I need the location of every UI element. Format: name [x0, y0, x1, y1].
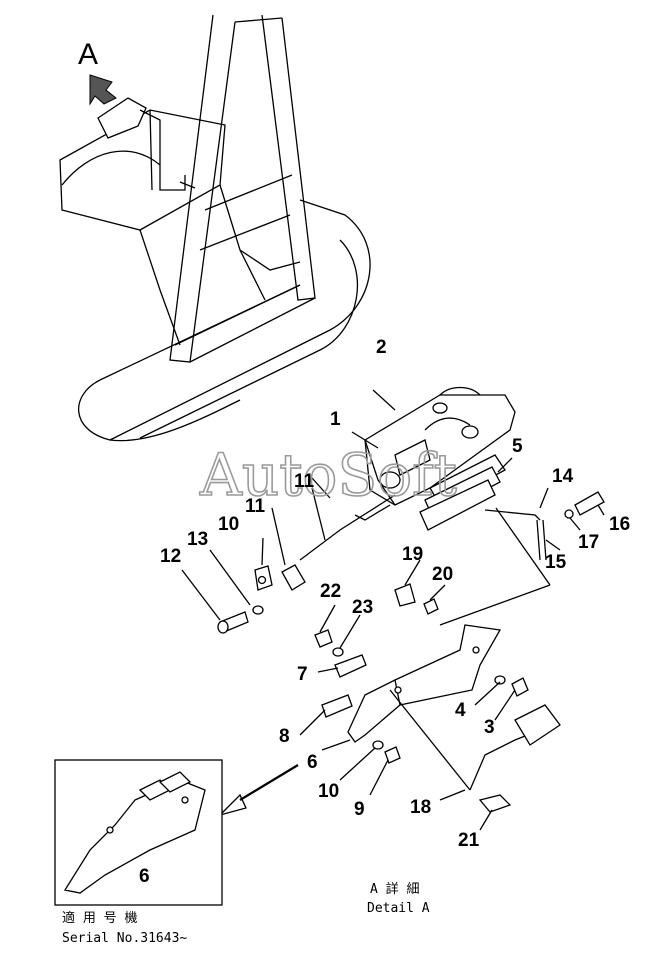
callout-12: 11: [245, 496, 266, 517]
callout-24: 23: [352, 597, 373, 618]
part-5-plates: [419, 454, 506, 531]
callout-4: 4: [455, 700, 466, 721]
callout-6-inset: 6: [139, 866, 150, 887]
view-marker-label: A: [78, 38, 98, 71]
part-19-pedal: [389, 689, 561, 813]
callout-11-upper: 11: [294, 471, 315, 492]
callout-23: 22: [320, 581, 341, 602]
rod-15: [484, 509, 541, 521]
callout-16: 15: [545, 552, 567, 573]
callout-6-main: 6: [307, 752, 318, 773]
part-6-bracket: [347, 624, 502, 743]
callout-20: 19: [402, 544, 423, 565]
callout-17: 16: [609, 514, 630, 535]
callout-15: 14: [552, 466, 574, 487]
callout-18: 17: [578, 532, 599, 553]
callout-19: 18: [410, 797, 431, 818]
callout-21: 20: [432, 564, 453, 585]
watermark: AutoSoft: [199, 441, 457, 509]
control-box-assembly: [364, 386, 516, 506]
callout-13: 12: [160, 546, 181, 567]
callout-5: 5: [512, 436, 523, 457]
inset-arrow: [239, 764, 299, 801]
hardware-right: [314, 491, 605, 764]
detail-caption-en: Detail A: [367, 901, 430, 916]
callout-1: 1: [330, 409, 341, 430]
callout-2: 2: [376, 337, 387, 358]
callout-22: 21: [458, 830, 480, 851]
hardware-left: [217, 564, 306, 634]
cable-11: [319, 494, 396, 546]
callout-14: 13: [187, 529, 208, 550]
serial-note-jp: 適 用 号 機: [62, 910, 137, 926]
leader-lines: [181, 389, 605, 831]
inset-bracket: [63, 771, 206, 894]
callout-11-lower: 10: [218, 514, 239, 535]
detail-caption-jp: A 詳 細: [370, 881, 419, 897]
callout-9: 9: [354, 799, 365, 820]
machine-overview: [59, 14, 371, 442]
callout-8: 8: [279, 726, 290, 747]
callout-10: 10: [318, 781, 339, 802]
serial-note-en: Serial No.31643~: [62, 931, 187, 946]
callout-3: 3: [484, 717, 495, 738]
callout-7: 7: [297, 664, 308, 685]
